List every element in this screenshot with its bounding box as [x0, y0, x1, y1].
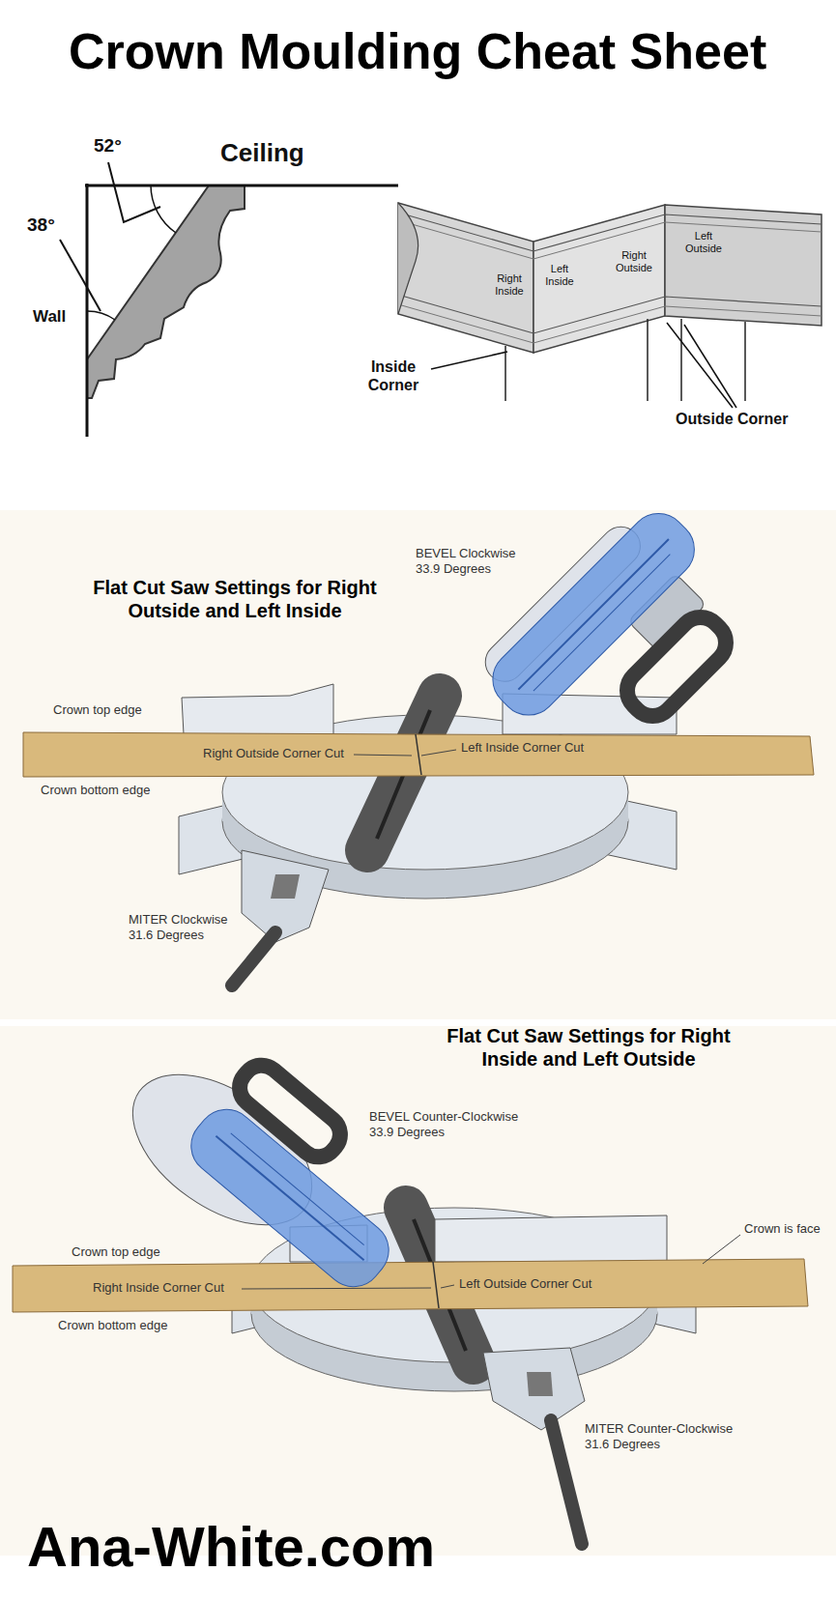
- wall-line: [680, 318, 683, 402]
- profile-line: [398, 212, 822, 252]
- fence: [434, 1215, 667, 1263]
- edge-label: Crown top edge: [53, 702, 143, 719]
- saw-handle: [618, 608, 735, 725]
- profile-line: [398, 294, 822, 334]
- blade-housing: [480, 501, 706, 727]
- wall-line: [504, 345, 507, 402]
- panel-ground: [0, 1026, 836, 1557]
- face-note: Crown is face: [744, 1221, 821, 1238]
- crown-board: [23, 732, 814, 778]
- panel-heading: Flat Cut Saw Settings for Right Outside …: [65, 576, 404, 623]
- cut-line: [415, 734, 422, 776]
- leader-line: [431, 351, 508, 370]
- leader-line: [702, 1235, 741, 1265]
- angle-arc: [86, 311, 116, 320]
- fence: [181, 684, 334, 735]
- miter-saw: [23, 491, 814, 986]
- ceiling-line: [85, 184, 399, 188]
- saw-handle: [231, 1058, 348, 1166]
- crown-section: [59, 162, 399, 437]
- leader-line: [666, 322, 733, 408]
- surface-label: Ceiling: [220, 138, 305, 169]
- moulding-3d: [398, 202, 822, 408]
- wall-line: [744, 321, 747, 402]
- setting-note: BEVEL Clockwise 33.9 Degrees: [415, 546, 537, 577]
- edge-label: Crown bottom edge: [57, 1318, 168, 1334]
- leader-line: [421, 749, 457, 756]
- cut-line: [432, 1262, 439, 1309]
- wall-line: [86, 183, 89, 437]
- leader-line: [684, 324, 737, 408]
- crown-board: [12, 1259, 808, 1313]
- miter-handle: [550, 1420, 582, 1545]
- profile-line: [398, 220, 822, 260]
- saw-handle: [231, 1058, 348, 1166]
- angle-label: 38°: [27, 214, 56, 237]
- miter-arm: [241, 850, 329, 943]
- leader-line: [241, 1288, 432, 1290]
- miter-saw: [12, 1044, 808, 1545]
- setting-note: BEVEL Counter-Clockwise 33.9 Degrees: [369, 1109, 542, 1140]
- miter-arm: [270, 874, 300, 899]
- setting-note: MITER Clockwise 31.6 Degrees: [128, 912, 245, 943]
- surface-label: Wall: [32, 307, 66, 327]
- corner-label: Inside Corner: [353, 357, 433, 395]
- edge-label: Crown top edge: [71, 1244, 161, 1261]
- corner-label: Right Outside: [606, 249, 662, 275]
- cut-label: Right Outside Corner Cut: [202, 746, 345, 762]
- leader-line: [59, 239, 101, 312]
- angle-label: 52°: [93, 135, 122, 158]
- corner-label: Left Inside: [537, 262, 582, 289]
- blade-housing: [215, 1136, 364, 1262]
- miter-arm: [483, 1348, 585, 1431]
- profile-end: [398, 202, 419, 315]
- moulding-face: [533, 204, 665, 353]
- wall-line: [646, 318, 649, 402]
- profile-line: [398, 304, 822, 344]
- corner-label: Left Outside: [676, 230, 731, 256]
- crown-profile: [86, 185, 245, 399]
- saw-handle: [618, 608, 735, 725]
- leader-line: [440, 1285, 455, 1289]
- setting-note: MITER Counter-Clockwise 31.6 Degrees: [584, 1421, 757, 1452]
- blade-housing: [533, 554, 670, 692]
- title: Crown Moulding Cheat Sheet: [68, 21, 767, 82]
- corner-label: Right Inside: [486, 272, 533, 298]
- corner-label: Outside Corner: [675, 409, 831, 429]
- miter-arm: [526, 1372, 553, 1397]
- panel-ground: [0, 510, 836, 1020]
- moulding-face: [398, 202, 534, 353]
- panel-heading: Flat Cut Saw Settings for Right Inside a…: [419, 1024, 758, 1071]
- saw-head: [179, 1097, 402, 1299]
- cut-label: Right Inside Corner Cut: [92, 1280, 225, 1297]
- miter-handle: [231, 932, 276, 986]
- blade-housing: [179, 1097, 402, 1299]
- watermark: Ana-White.com: [27, 1513, 435, 1582]
- leader-line: [108, 162, 161, 223]
- edge-label: Crown bottom edge: [40, 782, 150, 799]
- leader-line: [353, 754, 412, 756]
- cut-label: Left Outside Corner Cut: [459, 1276, 592, 1293]
- cut-label: Left Inside Corner Cut: [461, 740, 584, 756]
